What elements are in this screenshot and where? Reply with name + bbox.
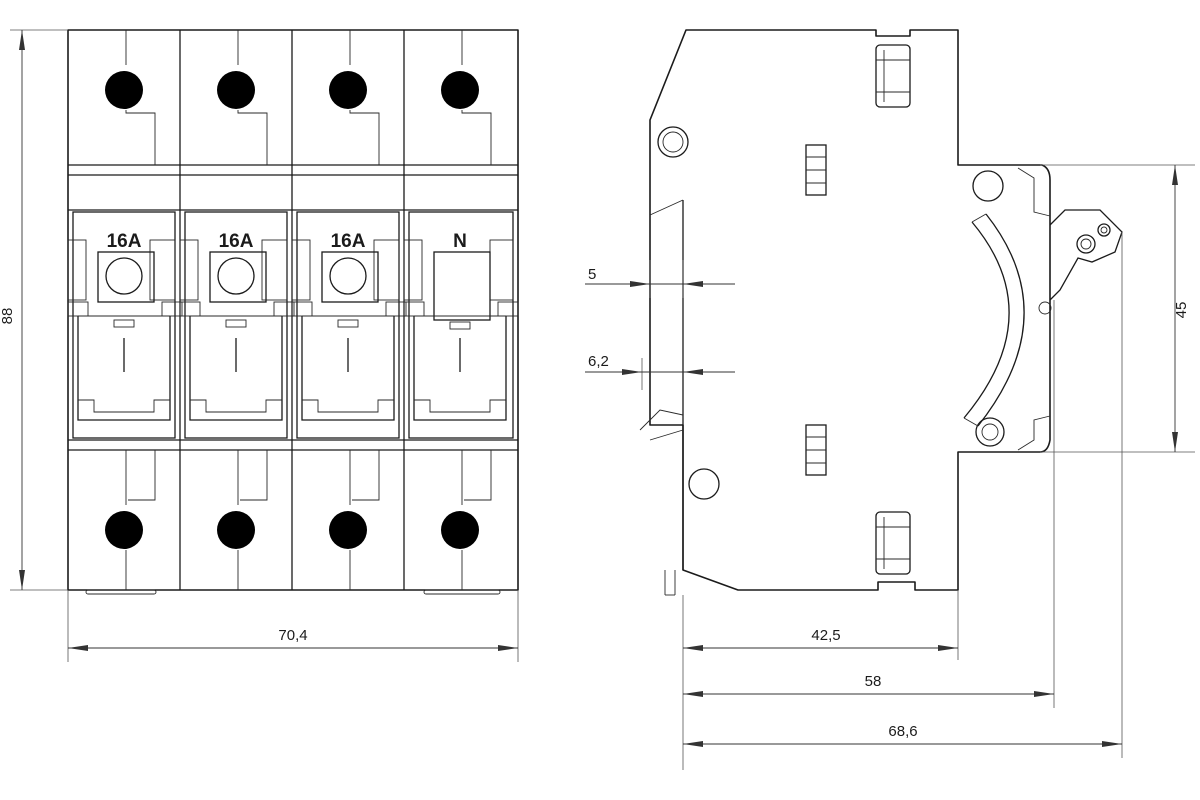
rivet-icon [972,170,1004,202]
terminal-screw-icon [217,511,255,549]
pole-rating-label: 16A [107,231,142,252]
pole-rating-label: 16A [331,231,366,252]
dimension-clip-offset-label: 5 [588,266,596,283]
terminal-screw-icon [441,71,479,109]
dimension-front-height: 45 [1040,164,1195,453]
terminal-screw-icon [105,71,143,109]
dimension-toggle-depth: 58 [683,673,1054,697]
rivet-icon [975,417,1005,447]
dimension-total-depth-label: 68,6 [888,723,917,740]
side-toggle-lever [1049,209,1123,301]
breaker-side-outline [649,29,1051,591]
pole-1: 16A [67,30,183,590]
dimension-toggle-depth-label: 58 [865,673,882,690]
breaker-front-outline [67,29,519,591]
pole-neutral: N [403,30,519,590]
dimension-body-depth: 42,5 [683,627,958,651]
pole-rating-label: 16A [219,231,254,252]
rivet-icon [657,126,689,158]
terminal-screw-icon [217,71,255,109]
terminal-screw-icon [329,71,367,109]
dimension-front-height-label: 45 [1173,302,1190,319]
dimension-clip-depth: 6,2 [585,353,735,390]
terminal-screw-icon [329,511,367,549]
front-view: 16A 16A [0,29,519,662]
pole-3: 16A [291,30,407,590]
indicator-window [321,251,379,303]
terminal-screw-icon [105,511,143,549]
dimension-height: 88 [0,29,68,591]
dimension-clip-offset: 5 [585,260,735,298]
rivet-icon [688,468,720,500]
dimension-width: 70,4 [67,590,519,662]
dimension-clip-depth-label: 6,2 [588,353,609,370]
side-view: 5 6,2 42,5 58 [585,29,1195,770]
dimension-height-label: 88 [0,308,16,325]
dimension-total-depth: 68,6 [683,723,1122,747]
dimension-body-depth-label: 42,5 [811,627,840,644]
neutral-window [433,251,491,321]
indicator-window [97,251,155,303]
pole-2: 16A [179,30,295,590]
terminal-screw-icon [441,511,479,549]
dimension-width-label: 70,4 [278,627,307,644]
pole-rating-label: N [453,231,467,252]
indicator-window [209,251,267,303]
